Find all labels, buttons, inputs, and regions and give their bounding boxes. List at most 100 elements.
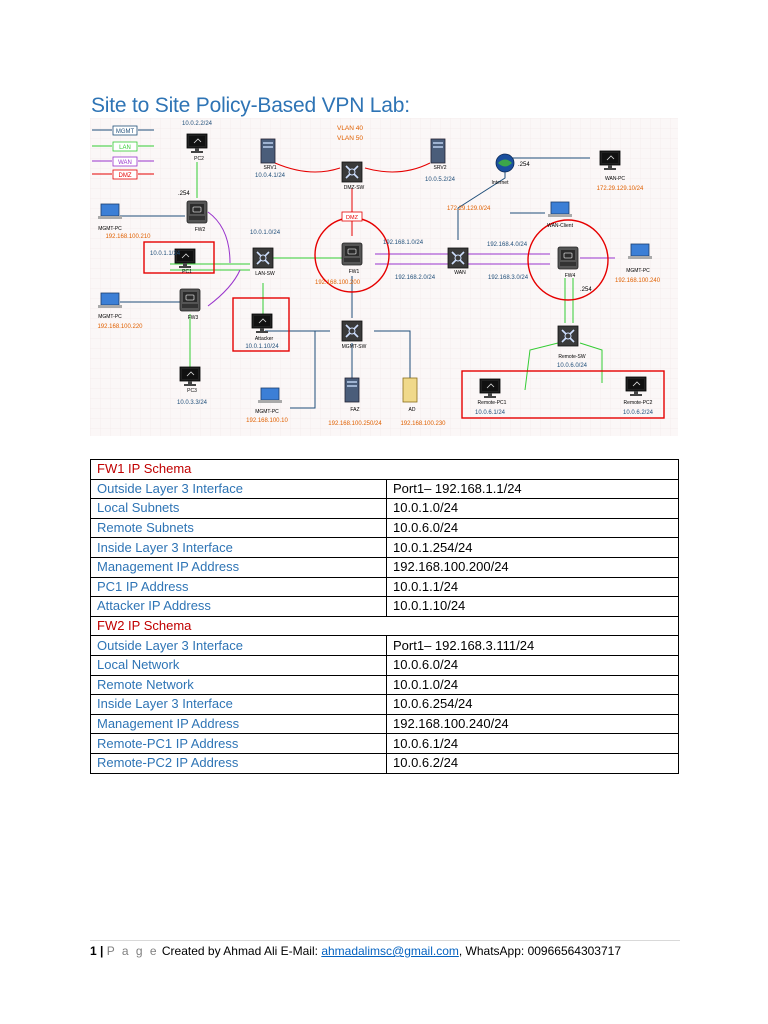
table-row: Local Network 10.0.6.0/24	[90, 654, 679, 676]
svg-text:10.0.6.1/24: 10.0.6.1/24	[475, 410, 506, 416]
email-link[interactable]: ahmadalimsc@gmail.com	[321, 944, 459, 958]
svg-text:.254: .254	[178, 191, 190, 197]
legend-mgmt: MGMT	[92, 125, 154, 136]
svg-text:10.0.1.0/24: 10.0.1.0/24	[250, 230, 281, 236]
svg-text:192.168.100.230: 192.168.100.230	[400, 421, 446, 427]
fw3: FW3 192.168.100.220	[97, 288, 201, 330]
svg-text:Remote-SW: Remote-SW	[558, 354, 586, 360]
table-row: Outside Layer 3 Interface Port1– 192.168…	[90, 478, 679, 500]
row-label: Local Network	[90, 654, 387, 676]
page-number: 1	[90, 944, 97, 958]
svg-text:FW2: FW2	[195, 227, 206, 233]
svg-text:WAN-Client: WAN-Client	[547, 223, 574, 229]
svg-text:FW3: FW3	[188, 315, 199, 321]
svg-text:.254: .254	[580, 287, 592, 293]
svg-text:VLAN 50: VLAN 50	[337, 135, 363, 142]
wan-client: WAN-Client	[547, 201, 574, 229]
svg-text:.254: .254	[518, 162, 530, 168]
row-value: 192.168.100.200/24	[386, 556, 679, 578]
svg-text:WAN-PC: WAN-PC	[605, 176, 625, 182]
row-value: 10.0.1.0/24	[386, 674, 679, 696]
svg-text:192.168.2.0/24: 192.168.2.0/24	[395, 275, 436, 281]
pc2: 10.0.2.2/24 PC2	[182, 121, 213, 162]
svg-text:DMZ: DMZ	[119, 173, 132, 179]
table-row: Outside Layer 3 Interface Port1– 192.168…	[90, 635, 679, 656]
pc1: 10.0.1.1/24 PC1	[150, 248, 196, 275]
footer-separator: |	[100, 944, 104, 958]
row-value: 10.0.1.0/24	[386, 498, 679, 519]
table-row: Management IP Address 192.168.100.240/24	[90, 713, 679, 735]
fw1: DMZ FW1 192.168.100.200	[315, 211, 363, 286]
row-value: 10.0.1.1/24	[386, 576, 679, 598]
svg-text:10.0.6.2/24: 10.0.6.2/24	[623, 410, 654, 416]
svg-text:10.0.1.1/24: 10.0.1.1/24	[150, 251, 181, 257]
internet: Internet 172.29.129.0/24 .254	[447, 153, 530, 212]
fw2: .254 FW2 192.168.100.210	[105, 191, 208, 240]
table-row: Inside Layer 3 Interface 10.0.1.254/24	[90, 537, 679, 558]
row-label: PC1 IP Address	[90, 576, 387, 598]
svg-text:172.29.129.10/24: 172.29.129.10/24	[597, 186, 644, 192]
remote-pc2: Remote-PC2 10.0.6.2/24	[623, 376, 654, 416]
srv2: SRV2 10.0.5.2/24	[425, 138, 456, 183]
row-label: Outside Layer 3 Interface	[90, 478, 387, 500]
svg-text:FAZ: FAZ	[350, 407, 359, 413]
svg-text:MGMT-PC: MGMT-PC	[255, 409, 279, 415]
svg-text:DMZ: DMZ	[346, 215, 359, 221]
table-row: Remote-PC2 IP Address 10.0.6.2/24	[90, 752, 679, 774]
svg-text:192.168.100.10: 192.168.100.10	[246, 418, 288, 424]
legend-lan: LAN	[92, 141, 154, 152]
table-row: Attacker IP Address 10.0.1.10/24	[90, 596, 679, 617]
svg-text:VLAN 40: VLAN 40	[337, 125, 363, 132]
ip-schema-table: FW1 IP Schema Outside Layer 3 Interface …	[90, 459, 679, 774]
svg-text:PC2: PC2	[194, 156, 204, 162]
faz: FAZ 192.168.100.250/24	[328, 377, 382, 427]
network-topology-diagram: MGMT LAN WAN DMZ	[90, 118, 678, 436]
dmz-sw: VLAN 40 VLAN 50 DMZ-SW	[337, 125, 365, 191]
svg-text:Remote-PC1: Remote-PC1	[478, 400, 507, 406]
footer-whatsapp: , WhatsApp: 00966564303717	[458, 944, 622, 958]
svg-text:WAN: WAN	[454, 270, 466, 276]
svg-text:MGMT-PC: MGMT-PC	[626, 268, 650, 274]
table-row: Inside Layer 3 Interface 10.0.6.254/24	[90, 694, 679, 715]
row-label: Remote Subnets	[90, 517, 387, 539]
row-value: 192.168.100.240/24	[386, 713, 679, 735]
svg-text:MGMT-PC: MGMT-PC	[98, 314, 122, 320]
row-label: Management IP Address	[90, 713, 387, 735]
svg-text:192.168.100.200: 192.168.100.200	[315, 280, 361, 286]
svg-text:MGMT-SW: MGMT-SW	[342, 344, 367, 350]
page-title: Site to Site Policy-Based VPN Lab:	[91, 94, 410, 117]
remote-sw: Remote-SW 10.0.6.0/24	[557, 325, 588, 369]
row-label: Remote-PC1 IP Address	[90, 733, 387, 754]
mgmt-pc-fw3: MGMT-PC	[97, 292, 123, 320]
row-value: 10.0.6.254/24	[386, 694, 679, 715]
row-label: Local Subnets	[90, 498, 387, 519]
svg-text:PC1: PC1	[182, 269, 192, 275]
page-word: P a g e	[106, 944, 159, 958]
svg-text:LAN: LAN	[119, 145, 131, 151]
fw4: 192.168.4.0/24 192.168.3.0/24 FW4 192.16…	[487, 242, 661, 293]
row-label: Outside Layer 3 Interface	[90, 635, 387, 656]
wan-pc: WAN-PC 172.29.129.10/24	[597, 150, 644, 192]
legend: MGMT LAN WAN DMZ	[92, 125, 154, 180]
row-value: Port1– 192.168.3.111/24	[386, 635, 679, 656]
row-label: Remote Network	[90, 674, 387, 696]
svg-text:172.29.129.0/24: 172.29.129.0/24	[447, 206, 491, 212]
pc3: PC3 10.0.3.3/24	[177, 366, 208, 406]
ad: AD 192.168.100.230	[400, 377, 446, 427]
svg-text:LAN-SW: LAN-SW	[255, 271, 275, 277]
svg-text:10.0.6.0/24: 10.0.6.0/24	[557, 363, 588, 369]
svg-text:10.0.2.2/24: 10.0.2.2/24	[182, 121, 213, 127]
svg-text:MGMT: MGMT	[116, 129, 135, 135]
svg-text:192.168.1.0/24: 192.168.1.0/24	[383, 240, 424, 246]
svg-text:192.168.3.0/24: 192.168.3.0/24	[488, 275, 529, 281]
attacker: Attacker 10.0.1.10/24	[245, 313, 279, 350]
row-value: 10.0.6.0/24	[386, 654, 679, 676]
svg-text:10.0.1.10/24: 10.0.1.10/24	[245, 344, 279, 350]
row-value: 10.0.1.10/24	[386, 596, 679, 617]
svg-text:WAN: WAN	[118, 160, 132, 166]
svg-text:Attacker: Attacker	[255, 336, 274, 342]
svg-text:192.168.100.240: 192.168.100.240	[615, 278, 661, 284]
footer-divider	[90, 940, 680, 941]
svg-text:FW1: FW1	[349, 269, 360, 275]
svg-text:PC3: PC3	[187, 388, 197, 394]
